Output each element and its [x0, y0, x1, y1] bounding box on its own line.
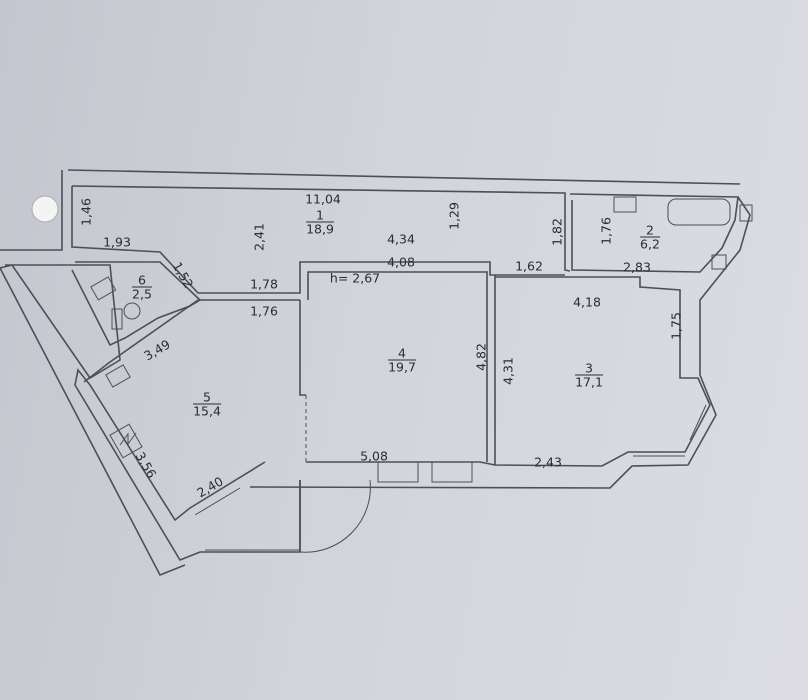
dim-label: 1,78	[250, 276, 278, 292]
room-number: 3	[575, 362, 603, 376]
dim-label: 1,75	[668, 312, 684, 340]
room-area: 15,4	[193, 403, 221, 419]
dim-label: 1,62	[515, 258, 543, 274]
balcony-wall	[74, 368, 301, 561]
room-area: 17,1	[575, 374, 603, 390]
window	[377, 461, 419, 483]
ceiling-height-label: h= 2,67	[329, 270, 381, 286]
window	[194, 487, 241, 516]
door-swing-arc	[299, 479, 371, 553]
electric-panel-icon	[109, 423, 143, 459]
dim-label: 4,82	[473, 343, 489, 371]
dim-label: 4,31	[500, 357, 516, 385]
room-number: 6	[132, 274, 152, 288]
bathtub-icon	[667, 198, 731, 226]
toilet-icon	[123, 302, 141, 320]
left-diagonal-wall	[0, 264, 186, 577]
room-area: 18,9	[306, 221, 334, 237]
dim-label: 4,08	[387, 254, 415, 270]
riser-icon	[31, 195, 59, 223]
dim-label: 1,93	[103, 234, 131, 250]
room-number: 1	[306, 209, 334, 223]
dim-label: 2,41	[251, 223, 267, 251]
dim-label: 1,29	[446, 202, 462, 230]
room-area: 19,7	[388, 359, 416, 375]
room-number: 2	[640, 224, 660, 238]
dim-label: 1,82	[549, 218, 565, 246]
window	[711, 254, 727, 270]
dim-label: 1,76	[598, 217, 614, 245]
dim-label: 1,76	[250, 303, 278, 319]
window	[431, 461, 473, 483]
dim-label: 5,08	[360, 448, 388, 464]
room-area: 6,2	[640, 236, 660, 252]
outer-wall-top	[67, 169, 741, 185]
sink-icon	[90, 276, 117, 301]
toilet-tank-icon	[111, 308, 123, 330]
window	[689, 404, 707, 441]
left-wall	[0, 170, 63, 251]
room-5-bottom-wall	[306, 461, 496, 466]
lightning-icon	[119, 432, 137, 446]
room-4-left-wall	[299, 300, 306, 396]
left-wall-inner	[71, 186, 565, 294]
room-3-wall	[494, 275, 711, 467]
outer-wall-right	[249, 196, 751, 489]
dim-label: 1,46	[78, 198, 94, 226]
room-5-inner-wall	[83, 299, 300, 383]
outer-wall-top-inner	[71, 185, 571, 272]
room-area: 2,5	[132, 286, 152, 302]
dim-label: 4,34	[387, 231, 415, 247]
room-6-wall	[71, 261, 202, 347]
dim-label: 11,04	[305, 191, 341, 207]
dim-label: 2,83	[623, 259, 651, 275]
room-4-wall	[307, 271, 488, 462]
room-number: 4	[388, 347, 416, 361]
window	[739, 204, 753, 222]
sink-icon	[105, 364, 131, 388]
sink-icon	[613, 196, 637, 213]
room-number: 5	[193, 391, 221, 405]
dim-label: 4,18	[573, 294, 601, 310]
dim-label: 2,43	[534, 454, 562, 470]
